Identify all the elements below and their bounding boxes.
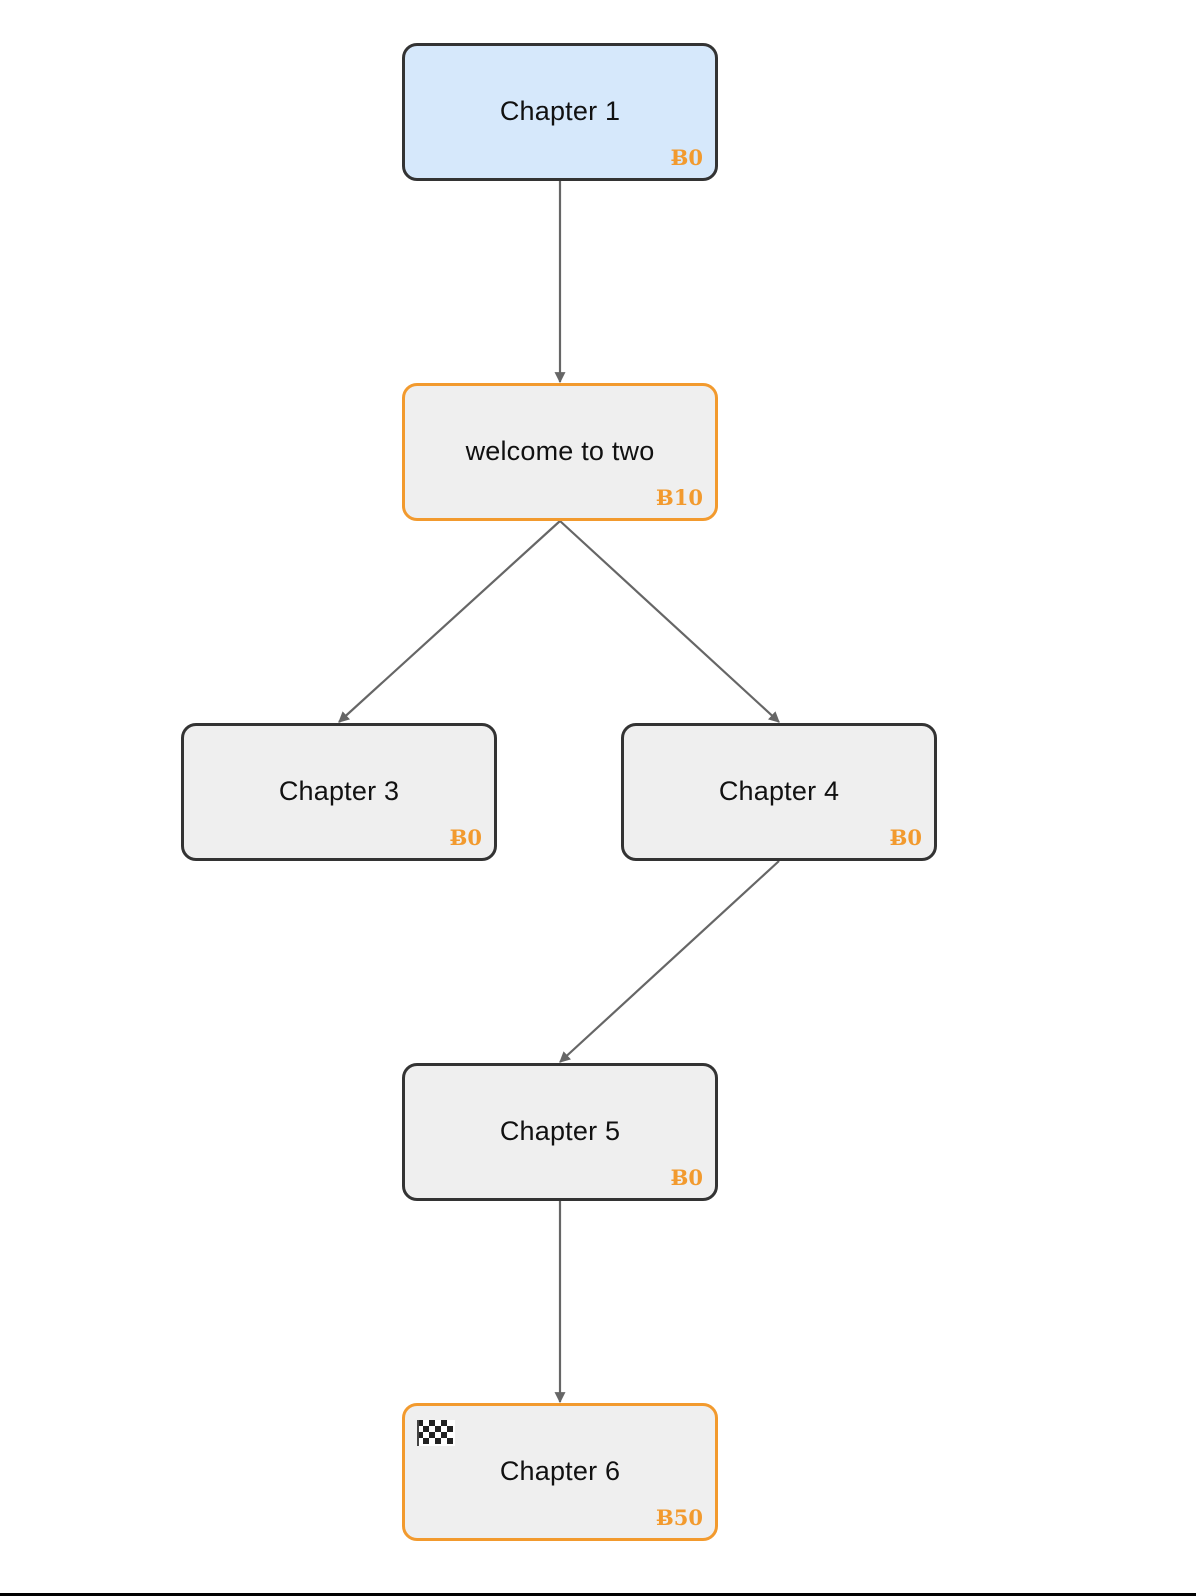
checkered-flag-icon (417, 1420, 455, 1446)
story-node-chapter-5[interactable]: Chapter 5 Ƀ0 (402, 1063, 718, 1201)
node-cost: Ƀ0 (449, 825, 482, 850)
node-cost: Ƀ10 (656, 485, 703, 510)
bottom-border-line (0, 1593, 1196, 1596)
edge-n4-to-n5 (559, 860, 780, 1063)
node-title: Chapter 1 (499, 96, 621, 126)
node-title: Chapter 3 (278, 776, 400, 806)
story-node-chapter-4[interactable]: Chapter 4 Ƀ0 (621, 723, 937, 861)
node-title: Chapter 4 (718, 776, 840, 806)
node-title: welcome to two (465, 436, 655, 466)
node-cost: Ƀ0 (889, 825, 922, 850)
edge-n2-to-n3 (338, 520, 561, 723)
node-cost: Ƀ0 (670, 1165, 703, 1190)
edge-n2-to-n4 (559, 520, 780, 723)
node-cost: Ƀ0 (670, 145, 703, 170)
story-node-chapter-3[interactable]: Chapter 3 Ƀ0 (181, 723, 497, 861)
story-node-welcome-to-two[interactable]: welcome to two Ƀ10 (402, 383, 718, 521)
node-title: Chapter 6 (499, 1456, 621, 1486)
story-node-chapter-1[interactable]: Chapter 1 Ƀ0 (402, 43, 718, 181)
story-node-chapter-6[interactable]: Chapter 6 Ƀ50 (402, 1403, 718, 1541)
node-title: Chapter 5 (499, 1116, 621, 1146)
node-cost: Ƀ50 (656, 1505, 703, 1530)
